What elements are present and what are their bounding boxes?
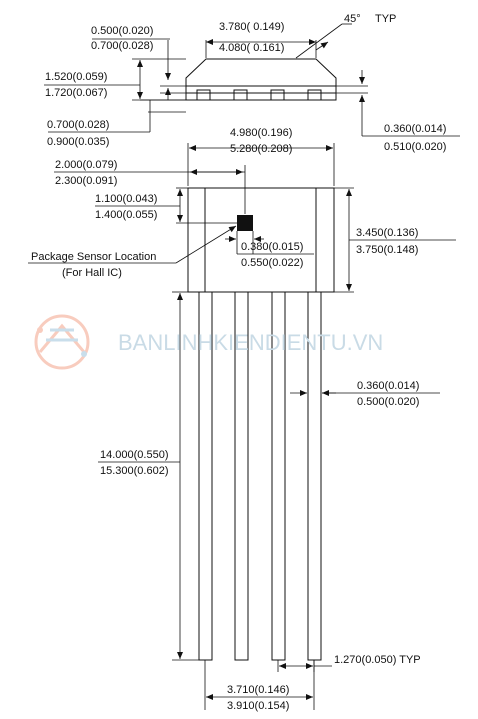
sensor-location-square <box>237 215 253 231</box>
side-view-body <box>185 58 337 101</box>
front-view <box>187 187 335 661</box>
side-view-lead-3 <box>270 89 285 101</box>
dim-span-min: 3.710(0.146) <box>227 684 289 696</box>
side-view-lead-1 <box>196 89 211 101</box>
watermark-text: BANLINHKIENDIENTU.VN <box>118 330 383 355</box>
dim-body-h-max: 1.720(0.067) <box>45 87 107 99</box>
dim-body-w-max: 5.280(0.208) <box>230 143 292 155</box>
dim-sensor-y-max: 1.400(0.055) <box>95 209 157 221</box>
dim-sensor-x-max: 2.300(0.091) <box>55 175 117 187</box>
front-body <box>187 187 335 293</box>
dim-angle: 45° <box>344 13 361 25</box>
lead-4 <box>307 291 322 661</box>
dim-lead-thk-max: 0.700(0.028) <box>91 40 153 52</box>
dim-span-max: 3.910(0.154) <box>227 700 289 712</box>
lead-2 <box>234 291 249 661</box>
dim-side-lead-max: 0.510(0.020) <box>384 141 446 153</box>
dim-body-h-min: 1.520(0.059) <box>45 71 107 83</box>
side-view-lead-2 <box>233 89 248 101</box>
dim-body-w-min: 4.980(0.196) <box>230 127 292 139</box>
side-view <box>185 58 337 101</box>
dim-sensor-x-min: 2.000(0.079) <box>55 159 117 171</box>
dim-lead-thk-min: 0.500(0.020) <box>91 25 153 37</box>
lead-3 <box>271 291 286 661</box>
dim-top-width-max: 4.080( 0.161) <box>219 42 284 54</box>
dim-top-width-min: 3.780( 0.149) <box>219 21 284 33</box>
dim-lead-w-min: 0.360(0.014) <box>357 380 419 392</box>
lead-1 <box>198 291 213 661</box>
dim-pitch: 1.270(0.050) TYP <box>334 654 421 666</box>
dim-body-len-min: 3.450(0.136) <box>356 227 418 239</box>
dim-side-lead-min: 0.360(0.014) <box>384 123 446 135</box>
dim-standoff-min: 0.700(0.028) <box>47 119 109 131</box>
dim-body-len-max: 3.750(0.148) <box>356 244 418 256</box>
dim-angle-typ: TYP <box>375 13 396 25</box>
side-view-lead-bar <box>185 85 337 94</box>
dim-lead-len-min: 14.000(0.550) <box>100 449 169 461</box>
dim-standoff-max: 0.900(0.035) <box>47 136 109 148</box>
sensor-location-label: Package Sensor Location <box>31 251 156 263</box>
dim-sensor-size-min: 0.380(0.015) <box>241 241 303 253</box>
sensor-location-sub: (For Hall IC) <box>62 267 122 279</box>
dim-sensor-y-min: 1.100(0.043) <box>95 193 157 205</box>
dim-lead-len-max: 15.300(0.602) <box>100 465 169 477</box>
side-view-lead-4 <box>307 89 322 101</box>
watermark-logo <box>34 314 90 370</box>
dim-sensor-size-max: 0.550(0.022) <box>241 257 303 269</box>
dim-lead-w-max: 0.500(0.020) <box>357 396 419 408</box>
